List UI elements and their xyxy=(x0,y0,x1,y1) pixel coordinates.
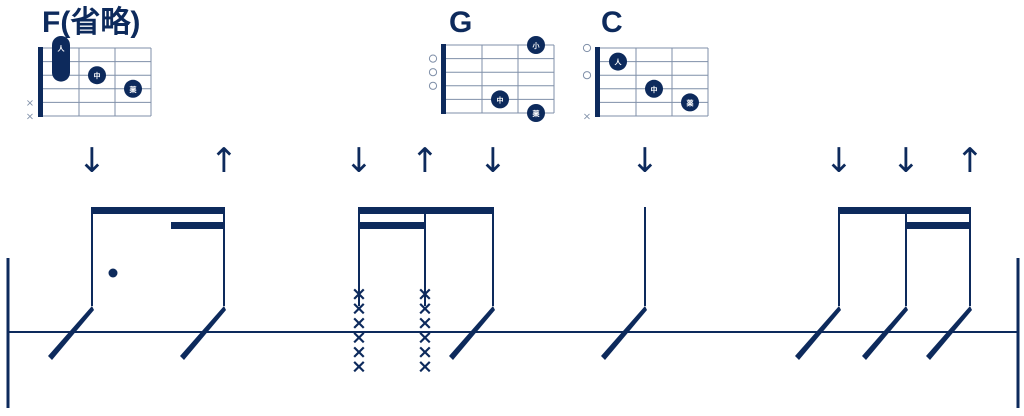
chord-name-g: G xyxy=(449,6,473,39)
strum-arrow-down: ↓ xyxy=(892,141,921,181)
strum-arrow-down: ↓ xyxy=(345,141,374,181)
muted-string-marker: × xyxy=(583,112,591,123)
finger-dot xyxy=(124,79,142,98)
slash-note-head xyxy=(862,306,908,360)
finger-dot xyxy=(527,104,545,122)
primary-beam xyxy=(91,207,225,214)
mute-x-mark: × xyxy=(351,341,367,363)
finger-label: 中 xyxy=(497,95,504,104)
strum-arrow-down: ↓ xyxy=(78,141,107,181)
mute-x-mark: × xyxy=(351,283,367,305)
slash-note-head xyxy=(180,306,226,360)
mute-x-mark: × xyxy=(417,341,433,363)
mute-x-mark: × xyxy=(417,327,433,349)
finger-dot xyxy=(527,36,545,54)
strum-arrow-down: ↓ xyxy=(479,141,508,181)
finger-label: 薬 xyxy=(129,85,138,94)
finger-label: 人 xyxy=(58,44,66,53)
strum-arrow-up: ↑ xyxy=(956,141,985,181)
slash-note-head xyxy=(795,306,841,360)
finger-label: 中 xyxy=(94,71,101,80)
chord-nut xyxy=(441,44,446,114)
open-string-marker xyxy=(582,43,592,53)
chord-nut xyxy=(595,47,600,117)
mute-x-mark: × xyxy=(417,356,433,378)
strum-arrow-up: ↑ xyxy=(210,141,239,181)
slash-note-head xyxy=(926,306,972,360)
primary-beam xyxy=(358,207,494,214)
finger-label: 薬 xyxy=(686,98,695,107)
mute-x-mark: × xyxy=(417,298,433,320)
finger-label: 人 xyxy=(615,58,623,67)
strum-arrow-up: ↑ xyxy=(411,141,440,181)
secondary-beam xyxy=(171,222,225,229)
mute-x-mark: × xyxy=(417,312,433,334)
open-string-marker xyxy=(428,68,438,77)
open-string-marker xyxy=(428,81,438,90)
mute-x-mark: × xyxy=(351,356,367,378)
open-string-marker xyxy=(428,54,438,63)
chord-name-f: F(省略) xyxy=(42,6,141,39)
primary-beam xyxy=(838,207,971,214)
mute-x-mark: × xyxy=(351,298,367,320)
open-string-marker xyxy=(582,71,592,80)
strum-arrow-down: ↓ xyxy=(631,141,660,181)
finger-dot xyxy=(645,79,663,98)
mute-x-mark: × xyxy=(417,283,433,305)
dotted-note-dot xyxy=(108,268,118,278)
secondary-beam xyxy=(358,222,426,229)
finger-label: 薬 xyxy=(532,109,541,118)
mute-x-mark: × xyxy=(351,312,367,334)
finger-label: 中 xyxy=(651,85,658,94)
slash-note-head xyxy=(48,306,94,360)
mute-x-mark: × xyxy=(351,327,367,349)
slash-note-head xyxy=(601,306,647,360)
finger-dot xyxy=(491,90,509,109)
muted-string-marker: × xyxy=(26,98,34,109)
chord-name-c: C xyxy=(601,6,623,39)
finger-dot xyxy=(88,66,106,85)
finger-dot xyxy=(609,52,627,71)
muted-string-marker: × xyxy=(26,112,34,123)
chord-diagram-2: × 人中薬 xyxy=(582,43,709,123)
chord-nut xyxy=(38,47,43,117)
slash-note-head xyxy=(449,306,495,360)
finger-label: 小 xyxy=(532,41,540,50)
strum-arrow-down: ↓ xyxy=(825,141,854,181)
finger-barre xyxy=(52,36,70,82)
chord-diagram-0: × × 人中薬 xyxy=(26,36,152,123)
secondary-beam xyxy=(905,222,971,229)
chord-diagram-1: 小中薬 xyxy=(428,36,555,122)
finger-dot xyxy=(681,93,699,112)
